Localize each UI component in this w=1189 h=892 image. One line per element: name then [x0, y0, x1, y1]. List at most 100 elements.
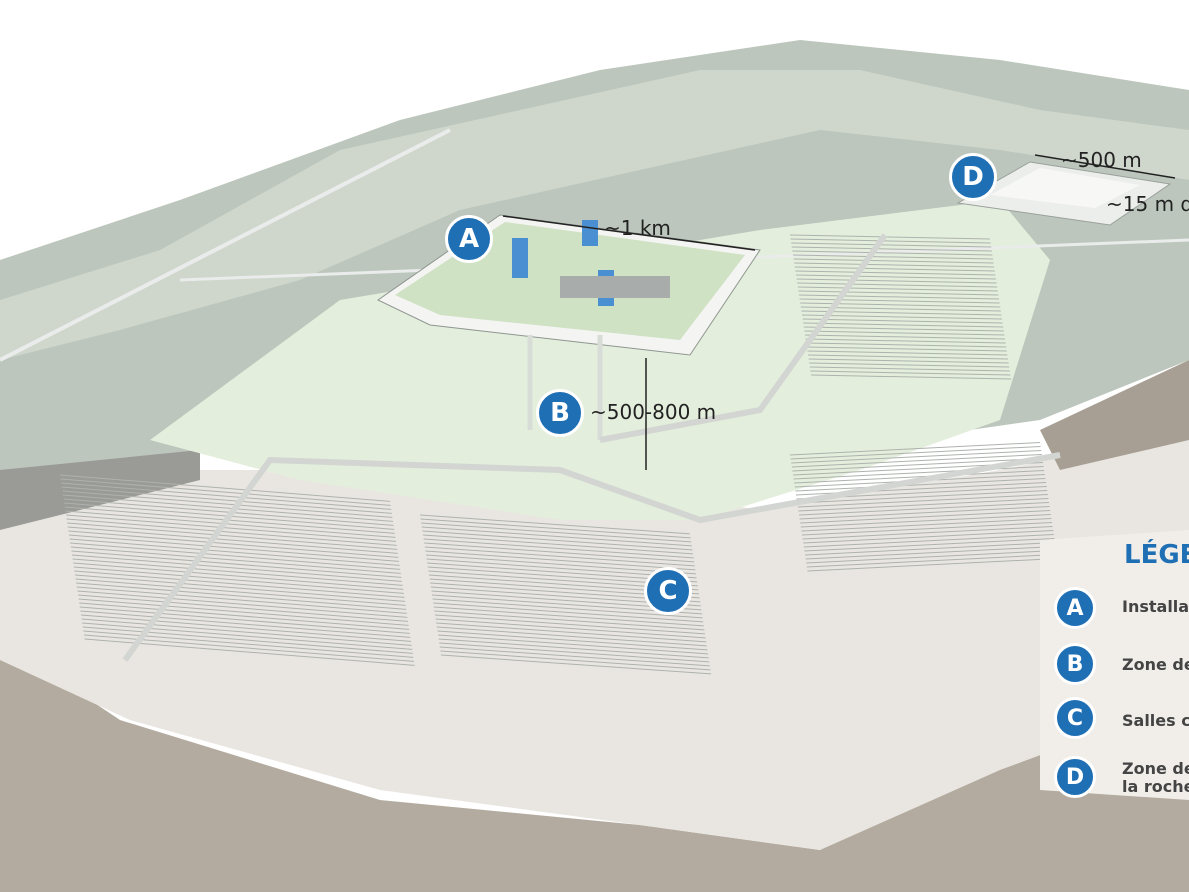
panel-center-gallery	[439, 646, 710, 667]
panel-west-gallery	[67, 526, 398, 554]
panel-south-east-gallery	[803, 530, 1054, 544]
panel-south-east-gallery	[789, 442, 1041, 456]
panel-center-gallery	[423, 538, 694, 559]
panel-south-east-gallery	[804, 538, 1055, 552]
label-zone-d-depth: ~15 m de	[1106, 192, 1189, 216]
ground-underside	[0, 640, 1189, 892]
panel-east-gallery	[810, 374, 1012, 380]
panel-east-gallery	[803, 322, 1004, 328]
panel-south-east-gallery	[795, 478, 1046, 492]
panel-west-gallery	[79, 602, 410, 630]
panel-south-east-gallery	[801, 522, 1053, 536]
legend-badge-d: D	[1054, 756, 1096, 798]
panel-center-gallery	[419, 514, 691, 535]
panel-south-east-gallery	[807, 558, 1058, 572]
panel-east-gallery	[806, 346, 1007, 352]
panel-west-gallery	[76, 586, 407, 614]
panel-east-gallery	[797, 286, 998, 292]
panel-east-gallery	[801, 314, 1003, 320]
panel-center-gallery	[422, 530, 693, 551]
panel-west-gallery	[80, 614, 412, 642]
panel-west-gallery	[75, 578, 406, 606]
panel-east-gallery	[798, 294, 1000, 300]
panel-center-gallery	[437, 634, 709, 655]
dim-arrow-500m	[1034, 154, 1176, 179]
panel-east-gallery	[807, 350, 1008, 356]
panel-center-gallery	[433, 602, 704, 623]
terrain-ridge	[0, 70, 1189, 360]
panel-west-gallery	[66, 518, 397, 546]
panel-east-gallery	[793, 258, 994, 264]
zone-d-top	[990, 168, 1140, 208]
panel-west-gallery	[77, 590, 408, 618]
legend-text-d-line1: Zone de	[1122, 759, 1189, 778]
panel-south-east-gallery	[791, 454, 1042, 468]
panel-south-east-gallery	[794, 470, 1045, 484]
panel-south-east-gallery	[800, 514, 1051, 528]
panel-east-gallery	[798, 290, 999, 296]
panel-west-gallery	[77, 594, 409, 622]
panel-east-gallery	[810, 370, 1011, 376]
panel-center-gallery	[439, 642, 710, 663]
badge-b: B	[536, 389, 584, 437]
panel-south-east-gallery	[804, 542, 1056, 556]
legend-text-b: Zone de	[1122, 655, 1189, 674]
panel-east-gallery	[803, 326, 1004, 332]
panel-center-gallery	[425, 550, 696, 571]
panel-west-gallery	[69, 538, 400, 566]
panel-center-gallery	[436, 626, 707, 647]
label-surface-width: ~1 km	[604, 216, 671, 240]
panel-center-gallery	[434, 610, 705, 631]
panel-east-gallery	[809, 362, 1010, 368]
panel-west-gallery	[59, 474, 391, 502]
label-zone-d-width: ~500 m	[1061, 148, 1142, 172]
panel-west-gallery	[73, 566, 404, 594]
panel-south-east-gallery	[793, 466, 1044, 480]
legend-title: LÉGE	[1124, 540, 1189, 570]
legend-text-d-line2: la roche	[1122, 777, 1189, 796]
panel-east-gallery	[797, 282, 998, 288]
legend-text-c: Salles c	[1122, 711, 1189, 730]
panel-south-east-gallery	[790, 446, 1041, 460]
panel-east-gallery	[794, 266, 995, 272]
label-depth: ~500-800 m	[590, 400, 717, 424]
panel-east-gallery	[799, 298, 1000, 304]
panel-east-gallery	[795, 274, 997, 280]
panel-south-east-gallery	[802, 526, 1053, 540]
panel-south-east-gallery	[806, 554, 1057, 568]
panel-west-gallery	[65, 510, 396, 538]
panel-center-gallery	[440, 650, 711, 671]
panel-south-east-gallery	[797, 494, 1048, 508]
panel-south-east-gallery	[800, 510, 1051, 524]
panel-east-gallery	[792, 254, 994, 260]
panel-west-gallery	[68, 534, 400, 562]
panel-west-gallery	[62, 490, 393, 518]
panel-west-gallery	[79, 606, 410, 634]
panel-east-gallery	[791, 242, 992, 248]
panel-center-gallery	[440, 654, 712, 675]
panel-west-gallery	[65, 514, 397, 542]
panel-south-east-gallery	[798, 502, 1050, 516]
panel-center-gallery	[424, 546, 695, 567]
legend-text-a: Installa	[1122, 597, 1189, 616]
panel-east-gallery	[790, 238, 991, 244]
access-road	[0, 128, 451, 362]
panel-west-gallery	[70, 542, 401, 570]
panel-west-gallery	[61, 482, 392, 510]
panel-east-gallery	[805, 338, 1006, 344]
right-cliff	[1040, 360, 1189, 470]
panel-south-east-gallery	[798, 498, 1049, 512]
panel-east-gallery	[791, 246, 992, 252]
legend-badge-a: A	[1054, 587, 1096, 629]
building-tower-2	[582, 220, 598, 246]
disposal-panels	[59, 233, 1061, 675]
panel-west-gallery	[62, 494, 394, 522]
panel-east-gallery	[807, 354, 1009, 360]
panel-center-gallery	[433, 606, 704, 627]
panel-south-east-gallery	[803, 534, 1054, 548]
panel-east-gallery	[789, 234, 991, 240]
legend-badge-b: B	[1054, 643, 1096, 685]
panel-west-gallery	[76, 582, 407, 610]
panel-center-gallery	[424, 542, 695, 563]
